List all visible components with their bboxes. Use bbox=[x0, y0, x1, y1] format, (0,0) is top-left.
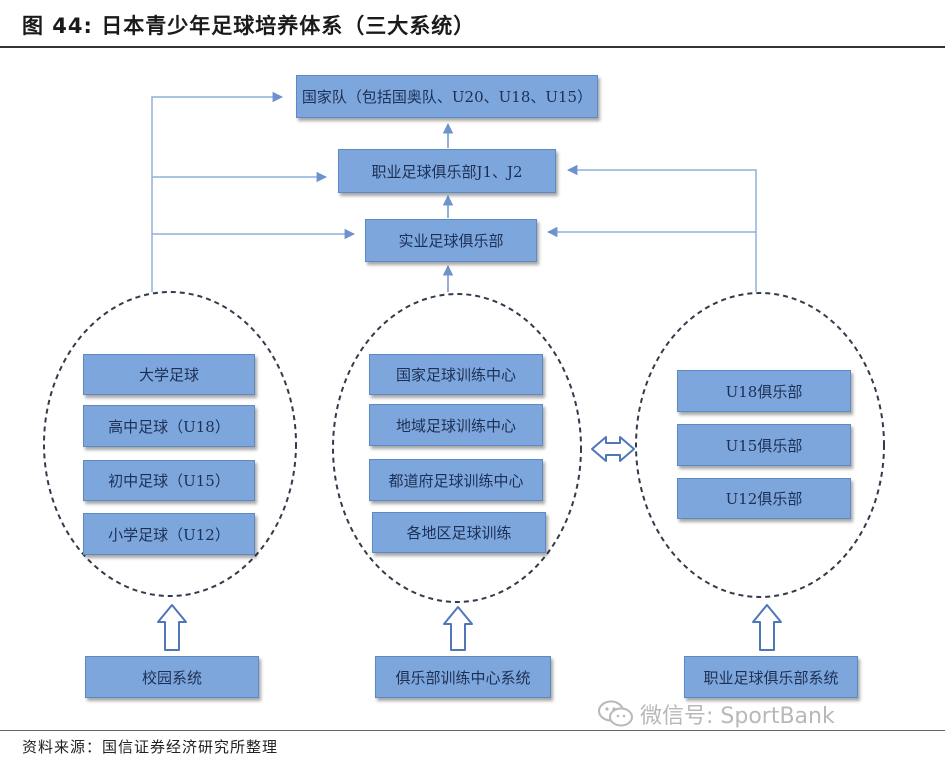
footer-rule bbox=[0, 730, 945, 731]
school-item: 大学足球 bbox=[83, 354, 255, 395]
double-arrow-icon bbox=[591, 436, 635, 462]
amateur-club-box: 实业足球俱乐部 bbox=[365, 219, 537, 262]
training-item: 地域足球训练中心 bbox=[369, 404, 543, 446]
watermark: 微信号: SportBank bbox=[598, 697, 835, 731]
hollow-up-arrow-icon bbox=[443, 606, 473, 651]
training-item: 国家足球训练中心 bbox=[369, 354, 543, 395]
hollow-up-arrow-icon bbox=[752, 604, 782, 651]
training-system-label: 俱乐部训练中心系统 bbox=[375, 656, 551, 698]
club-to-pro-connector bbox=[566, 164, 757, 292]
wechat-logo-icon bbox=[598, 700, 634, 728]
club-item: U12俱乐部 bbox=[677, 478, 851, 519]
figure-title: 图 44: 日本青少年足球培养体系（三大系统） bbox=[22, 14, 476, 38]
club-system-ellipse bbox=[635, 292, 885, 598]
school-item: 高中足球（U18） bbox=[83, 405, 255, 447]
training-system-ellipse bbox=[332, 293, 582, 603]
school-to-national-connector bbox=[151, 91, 284, 292]
training-item: 各地区足球训练 bbox=[372, 512, 546, 553]
watermark-text: 微信号: SportBank bbox=[640, 704, 835, 729]
school-system-ellipse bbox=[43, 291, 297, 597]
club-item: U15俱乐部 bbox=[677, 424, 851, 466]
title-rule bbox=[0, 46, 945, 48]
pro-club-box: 职业足球俱乐部J1、J2 bbox=[338, 149, 556, 193]
hollow-up-arrow-icon bbox=[157, 604, 187, 651]
club-system-label: 职业足球俱乐部系统 bbox=[684, 656, 858, 698]
school-item: 小学足球（U12） bbox=[83, 513, 255, 555]
school-system-label: 校园系统 bbox=[85, 656, 259, 698]
school-item: 初中足球（U15） bbox=[83, 460, 255, 501]
training-item: 都道府足球训练中心 bbox=[369, 459, 543, 501]
source-note: 资料来源：国信证券经济研究所整理 bbox=[22, 738, 279, 756]
national-team-box: 国家队（包括国奥队、U20、U18、U15） bbox=[296, 75, 598, 118]
club-item: U18俱乐部 bbox=[677, 370, 851, 412]
